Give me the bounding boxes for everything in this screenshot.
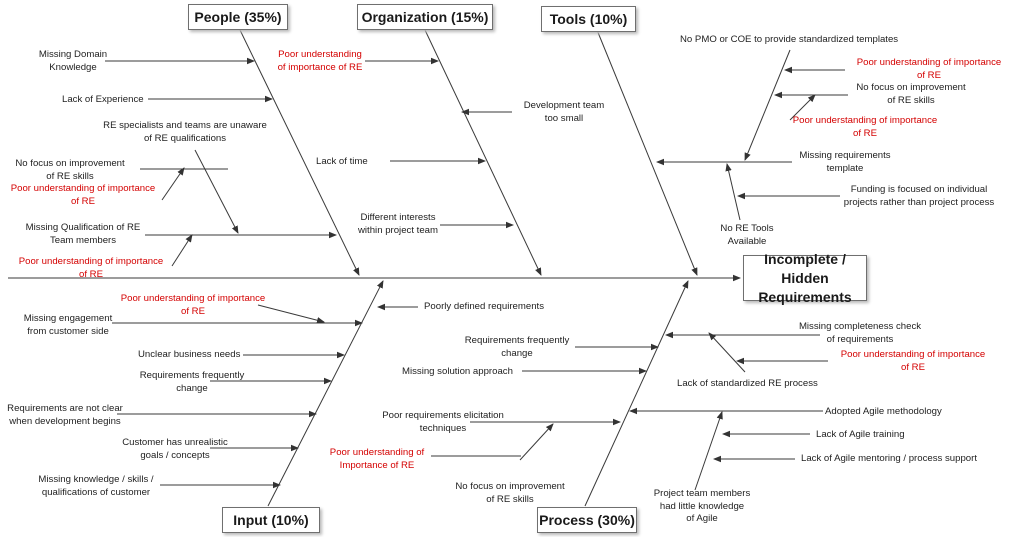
cause-missing-know: Missing knowledge / skills /qualificatio… (38, 474, 154, 498)
arrow-poor-people-2 (171, 234, 193, 267)
cause-poorly-defined: Poorly defined requirements (424, 301, 544, 312)
bone-input (267, 280, 384, 507)
effect-box: Incomplete / Hidden Requirements (743, 251, 867, 305)
bone-process (584, 280, 689, 507)
effect-line-2: Requirements (758, 288, 852, 305)
category-tools: Tools (10%) (541, 6, 636, 32)
cause-lack-time: Lack of time (316, 156, 368, 167)
cause-unclear: Unclear business needs (138, 349, 241, 360)
cause-lack-std: Lack of standardized RE process (677, 378, 818, 389)
bone-tools (596, 29, 698, 276)
category-input: Input (10%) (222, 507, 320, 533)
arrow-little-know (694, 411, 723, 491)
arrow-poor-input (257, 304, 325, 324)
bone-people (239, 29, 360, 276)
category-process: Process (30%) (537, 507, 637, 533)
cause-lack-experience: Lack of Experience (62, 94, 144, 105)
cause-agile-mentoring: Lack of Agile mentoring / process suppor… (801, 453, 977, 464)
cause-no-pmo: No PMO or COE to provide standardized te… (680, 34, 899, 45)
arrow-re-unaware (194, 149, 239, 234)
arrow-missing-check (708, 332, 746, 373)
bone-organization (424, 29, 542, 276)
arrow-no-pmo (744, 49, 791, 161)
arrow-poor-people (161, 167, 185, 201)
cause-agile-training: Lack of Agile training (816, 429, 905, 440)
arrow-poor-tools-2 (789, 94, 816, 121)
arrow-no-focus-proc (519, 423, 554, 461)
effect-line-1: Incomplete / Hidden (764, 250, 846, 286)
cause-missing-approach: Missing solution approach (402, 366, 513, 377)
arrow-no-tools (725, 163, 741, 221)
category-organization: Organization (15%) (357, 4, 493, 30)
category-people: People (35%) (188, 4, 288, 30)
cause-agile: Adopted Agile methodology (825, 406, 942, 417)
